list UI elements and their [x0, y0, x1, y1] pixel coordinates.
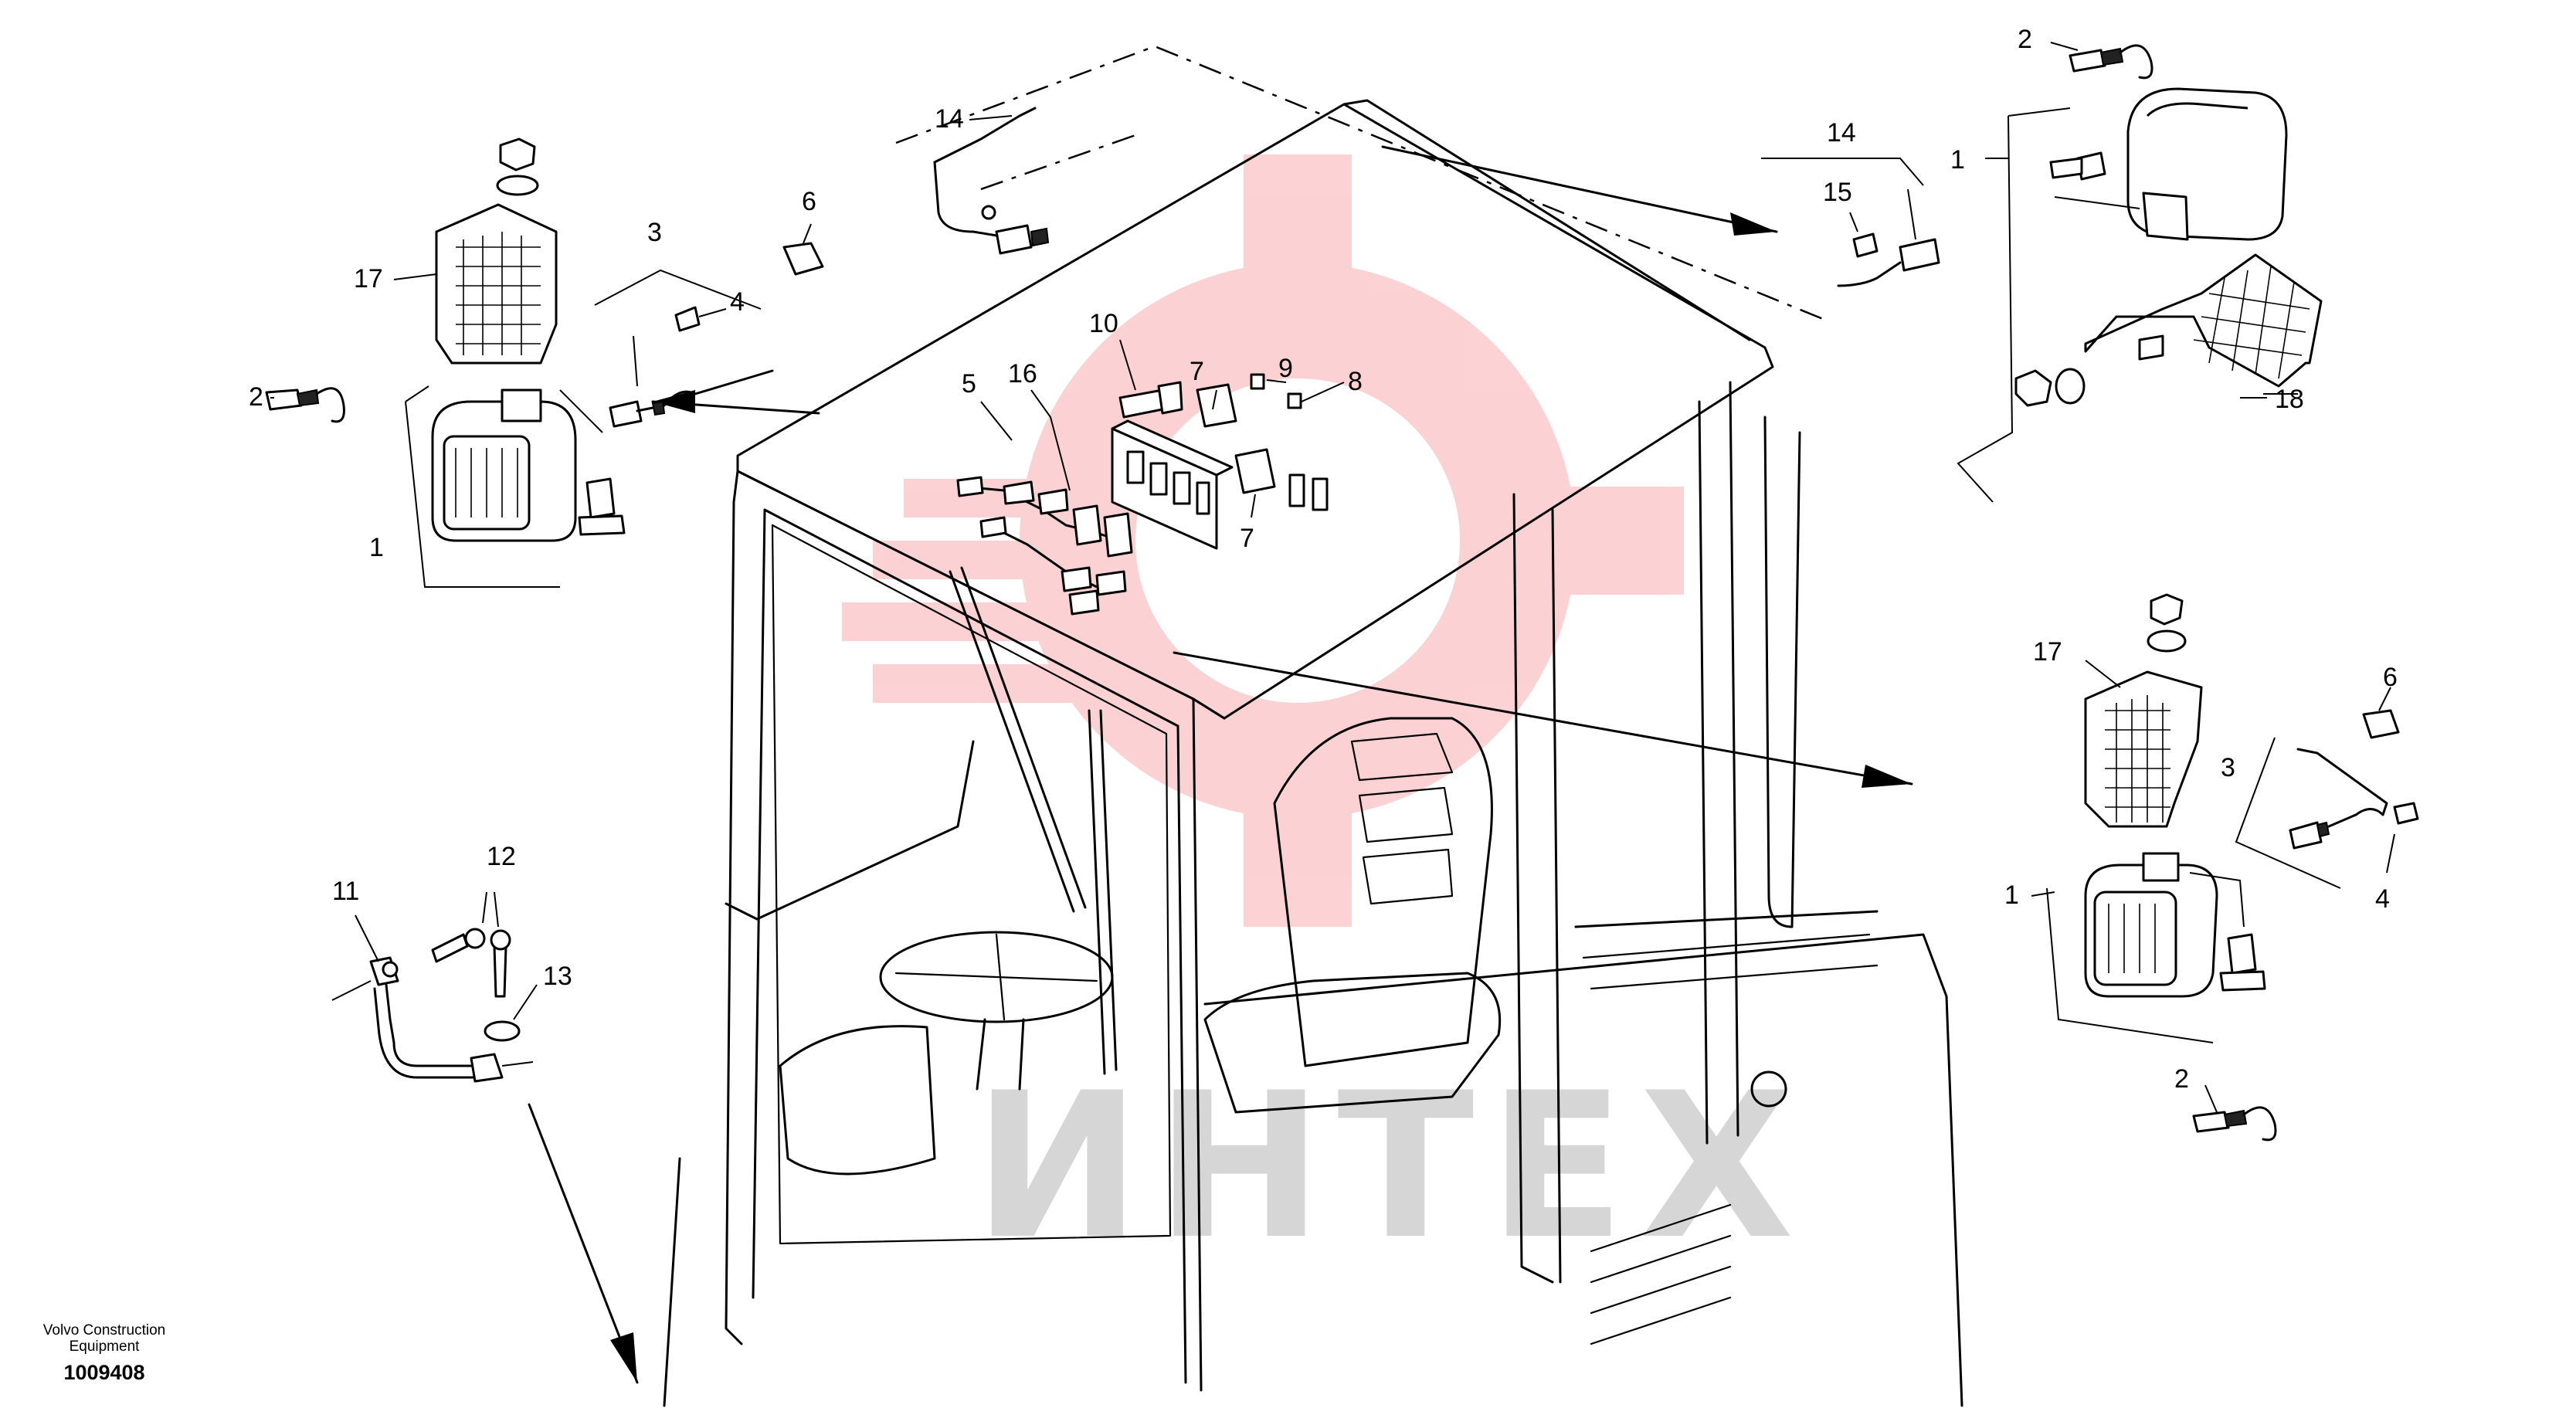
- callout-8: 8: [1348, 367, 1363, 396]
- callout-13: 13: [543, 962, 572, 991]
- callout-14-top: 14: [935, 104, 964, 134]
- callout-6-right: 6: [2383, 663, 2398, 692]
- callout-9: 9: [1278, 354, 1293, 383]
- watermark-gear-logo: [842, 154, 1684, 927]
- callout-11: 11: [332, 877, 359, 906]
- callout-7-top: 7: [1190, 357, 1204, 386]
- work-light-right: [2046, 593, 2419, 1142]
- company-line-2: Equipment: [69, 1338, 140, 1355]
- callout-6-left: 6: [802, 187, 816, 216]
- callout-17-left: 17: [354, 264, 383, 293]
- callout-10: 10: [1089, 309, 1118, 338]
- direction-arrows: [528, 145, 1913, 1384]
- company-line-1: Volvo Construction: [42, 1322, 166, 1338]
- callout-4-right: 4: [2375, 884, 2390, 914]
- connection-line: [980, 134, 1136, 191]
- callout-3-right: 3: [2221, 753, 2235, 782]
- work-light-left: [265, 137, 824, 588]
- work-light-top-right: [1761, 44, 2323, 503]
- callout-7-bottom: 7: [1240, 524, 1254, 553]
- ground-cable: [331, 891, 534, 1083]
- callout-1-top-right: 1: [1950, 145, 1965, 175]
- callout-18: 18: [2275, 385, 2304, 414]
- callout-15: 15: [1823, 178, 1852, 207]
- callout-17-right: 17: [2033, 637, 2062, 667]
- footer-company: Volvo Construction Equipment: [23, 1322, 185, 1355]
- callout-labels: 14 14 15 2 1 18 3 4 6 17 2 1 10 16 5 7 7…: [249, 25, 2398, 1094]
- document-number: 1009408: [63, 1361, 145, 1384]
- leader-lines: [270, 42, 2391, 1113]
- connection-line: [895, 45, 1828, 322]
- callout-2-top-right: 2: [2018, 25, 2032, 54]
- cab-drawing: [663, 99, 1963, 1407]
- callout-4-left: 4: [730, 287, 745, 317]
- callout-16: 16: [1008, 359, 1037, 388]
- callout-12: 12: [487, 842, 516, 871]
- callout-14-right: 14: [1827, 118, 1856, 148]
- callout-2-left: 2: [249, 382, 263, 412]
- watermark-text: ИНТЕХ: [973, 1050, 1808, 1284]
- switch-panel-assembly: [933, 107, 1329, 616]
- callout-3-left: 3: [647, 218, 662, 247]
- callout-2-bottom-right: 2: [2174, 1064, 2189, 1094]
- callout-5: 5: [962, 369, 976, 399]
- callout-1-right: 1: [2004, 880, 2019, 910]
- callout-1-left: 1: [369, 533, 384, 562]
